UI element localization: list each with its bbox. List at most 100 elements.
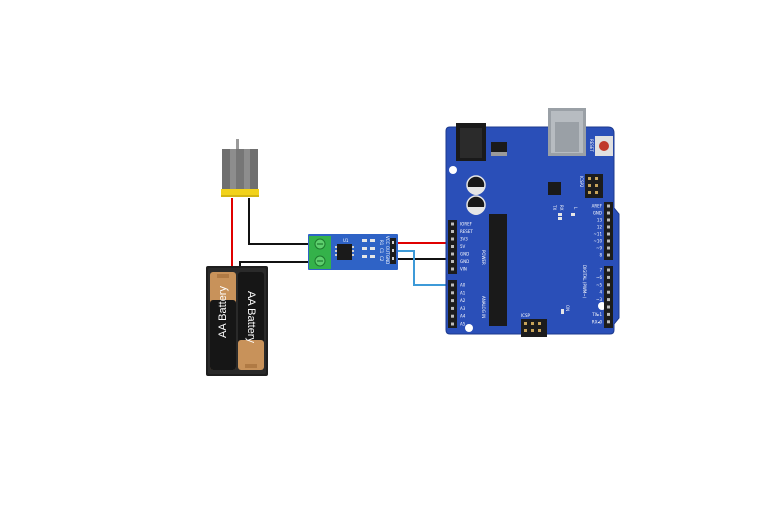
- header-pin: [451, 291, 454, 295]
- battery-cell-left: AA Battery: [210, 272, 236, 370]
- pin-label: 5V: [460, 244, 466, 249]
- header-pin: [451, 267, 454, 271]
- header-pin: [607, 275, 610, 279]
- arduino-uno: RESET ICSP2 TX RX L ICSP ON IOREFRESET3V…: [445, 108, 620, 337]
- header-pin: [451, 314, 454, 318]
- pin-label: 4: [599, 290, 602, 295]
- header-pin: [607, 290, 610, 294]
- header-pin: [451, 222, 454, 226]
- sensor-smd-4: [370, 239, 375, 242]
- header-pin: [607, 283, 610, 287]
- pin-label: IOREF: [460, 222, 473, 227]
- header-pin: [451, 252, 454, 256]
- on-label: ON: [565, 305, 570, 311]
- mount-hole-3: [465, 324, 473, 332]
- wire-out-blue: [392, 250, 455, 286]
- sensor-pin-label-vcc: VCC: [385, 236, 390, 245]
- battery-label-right: AA Battery: [245, 291, 257, 343]
- icsp2-label: ICSP2: [579, 176, 584, 188]
- pin-label: A0: [460, 283, 466, 288]
- pin-label: 3V3: [460, 237, 468, 242]
- header-pin: [607, 204, 610, 208]
- pin-label: ~9: [596, 246, 602, 251]
- sensor-smd-5: [370, 247, 375, 250]
- digital-header-top: [604, 202, 613, 260]
- header-pin: [607, 312, 610, 316]
- icsp-header: [521, 319, 547, 337]
- header-pin: [607, 246, 610, 250]
- sensor-part-label-1: R1: [379, 240, 384, 246]
- motor-shaft: [236, 139, 239, 151]
- pin-label: GND: [460, 259, 469, 264]
- tx-label: TX: [552, 204, 557, 210]
- pin-label: ~6: [596, 275, 602, 280]
- digital-section-label: DIGITAL (PWM~): [582, 265, 587, 299]
- pin-label: A4: [460, 314, 466, 319]
- voltage-regulator: [491, 142, 507, 152]
- header-pin: [451, 245, 454, 248]
- header-pin: [607, 218, 610, 222]
- icsp-label: ICSP: [521, 313, 531, 318]
- header-pin: [607, 239, 610, 243]
- current-sensor-module: U1 R1 C1 C2 VCC OUT GND: [308, 234, 398, 270]
- sensor-smd-6: [370, 255, 375, 258]
- header-pin: [451, 306, 454, 310]
- sensor-part-label-2: C1: [379, 248, 384, 254]
- header-pin: [451, 299, 454, 303]
- icsp2-header: [585, 174, 603, 198]
- pin-label: GND: [593, 211, 602, 216]
- pin-label: ~3: [596, 297, 602, 302]
- on-led: [561, 309, 564, 314]
- pin-label: GND: [460, 252, 469, 257]
- digital-header-bottom: [604, 266, 613, 328]
- sensor-pin-label-gnd: GND: [385, 255, 390, 264]
- pin-label: TX▸1: [591, 312, 602, 317]
- rx-label: RX: [559, 205, 564, 211]
- sensor-smd-2: [362, 247, 367, 250]
- battery-label-left: AA Battery: [217, 286, 229, 338]
- wire-motor-black: [248, 198, 318, 245]
- pin-label: 13: [597, 218, 603, 223]
- analog-header: [448, 280, 457, 328]
- pin-label: A2: [460, 298, 466, 303]
- header-pin: [451, 322, 454, 326]
- header-pin: [607, 320, 610, 324]
- pin-label: A5: [460, 322, 466, 327]
- pin-label: 8: [599, 253, 602, 258]
- pin-label: A3: [460, 306, 466, 311]
- pin-label: 12: [597, 225, 603, 230]
- sensor-terminal-block: [309, 236, 331, 269]
- analog-section-label: ANALOG IN: [481, 296, 486, 318]
- rx-led: [558, 217, 562, 220]
- sensor-smd-1: [362, 239, 367, 242]
- sensor-smd-3: [362, 255, 367, 258]
- motor-endcap: [221, 189, 259, 197]
- header-pin: [607, 225, 610, 229]
- sensor-chip-label: U1: [343, 238, 349, 243]
- pin-label: A1: [460, 290, 466, 295]
- pin-label: 2: [599, 305, 602, 310]
- header-pin: [607, 298, 610, 302]
- header-pin: [607, 305, 610, 309]
- sensor-pin-label-out: OUT: [385, 246, 390, 255]
- header-pin: [451, 237, 454, 241]
- power-section-label: POWER: [481, 250, 486, 265]
- header-pin: [451, 230, 454, 233]
- header-pin: [607, 232, 610, 236]
- header-pin: [451, 260, 454, 263]
- battery-holder: AA Battery AA Battery: [206, 266, 268, 376]
- l-led: [571, 213, 575, 216]
- sensor-chip: [337, 244, 352, 260]
- dc-motor: [221, 139, 259, 197]
- microcontroller-chip: [489, 214, 507, 326]
- header-pin: [451, 283, 454, 287]
- pin-label: VIN: [460, 267, 467, 272]
- pin-label: ~11: [594, 232, 603, 237]
- usb-chip: [548, 182, 561, 195]
- pin-label: AREF: [592, 204, 603, 209]
